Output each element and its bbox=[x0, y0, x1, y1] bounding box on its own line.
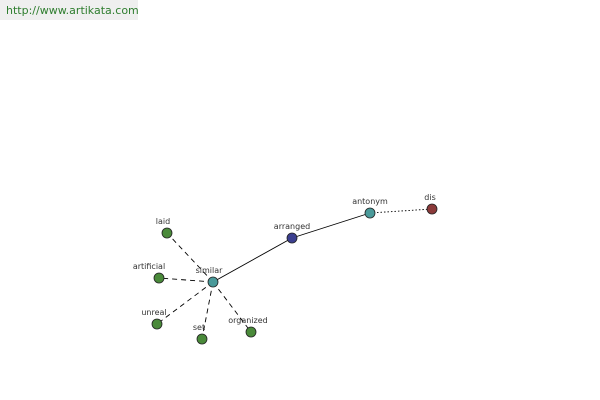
nodes-layer bbox=[151, 203, 438, 345]
node-label-unreal: unreal bbox=[141, 308, 166, 317]
source-link[interactable]: http://www.artikata.com bbox=[0, 0, 139, 20]
node-unreal[interactable] bbox=[151, 318, 163, 330]
edge-similar-laid bbox=[166, 232, 214, 283]
edge-similar-unreal bbox=[156, 281, 214, 325]
edge-similar-artificial bbox=[158, 277, 214, 283]
node-similar[interactable] bbox=[207, 276, 219, 288]
node-label-laid: laid bbox=[156, 217, 170, 226]
node-organized[interactable] bbox=[245, 326, 257, 338]
node-laid[interactable] bbox=[161, 227, 173, 239]
node-label-set: set bbox=[193, 323, 205, 332]
node-set[interactable] bbox=[196, 333, 208, 345]
node-arranged[interactable] bbox=[286, 232, 298, 244]
node-label-antonym: antonym bbox=[352, 197, 388, 206]
node-label-organized: organized bbox=[228, 316, 268, 325]
node-artificial[interactable] bbox=[153, 272, 165, 284]
node-label-artificial: artificial bbox=[133, 262, 165, 271]
edge-similar-set bbox=[201, 281, 214, 340]
node-antonym[interactable] bbox=[364, 207, 376, 219]
edge-antonym-dis bbox=[369, 208, 433, 214]
edge-similar-organized bbox=[212, 281, 252, 333]
node-label-arranged: arranged bbox=[274, 222, 310, 231]
edge-arranged-similar bbox=[212, 237, 293, 283]
node-label-similar: similar bbox=[196, 266, 224, 275]
edge-arranged-antonym bbox=[291, 212, 371, 239]
node-dis[interactable] bbox=[426, 203, 438, 215]
edges-layer bbox=[156, 208, 433, 340]
labels-layer: arranged similar antonym dis laid artificial u… bbox=[133, 193, 436, 332]
node-label-dis: dis bbox=[424, 193, 435, 202]
